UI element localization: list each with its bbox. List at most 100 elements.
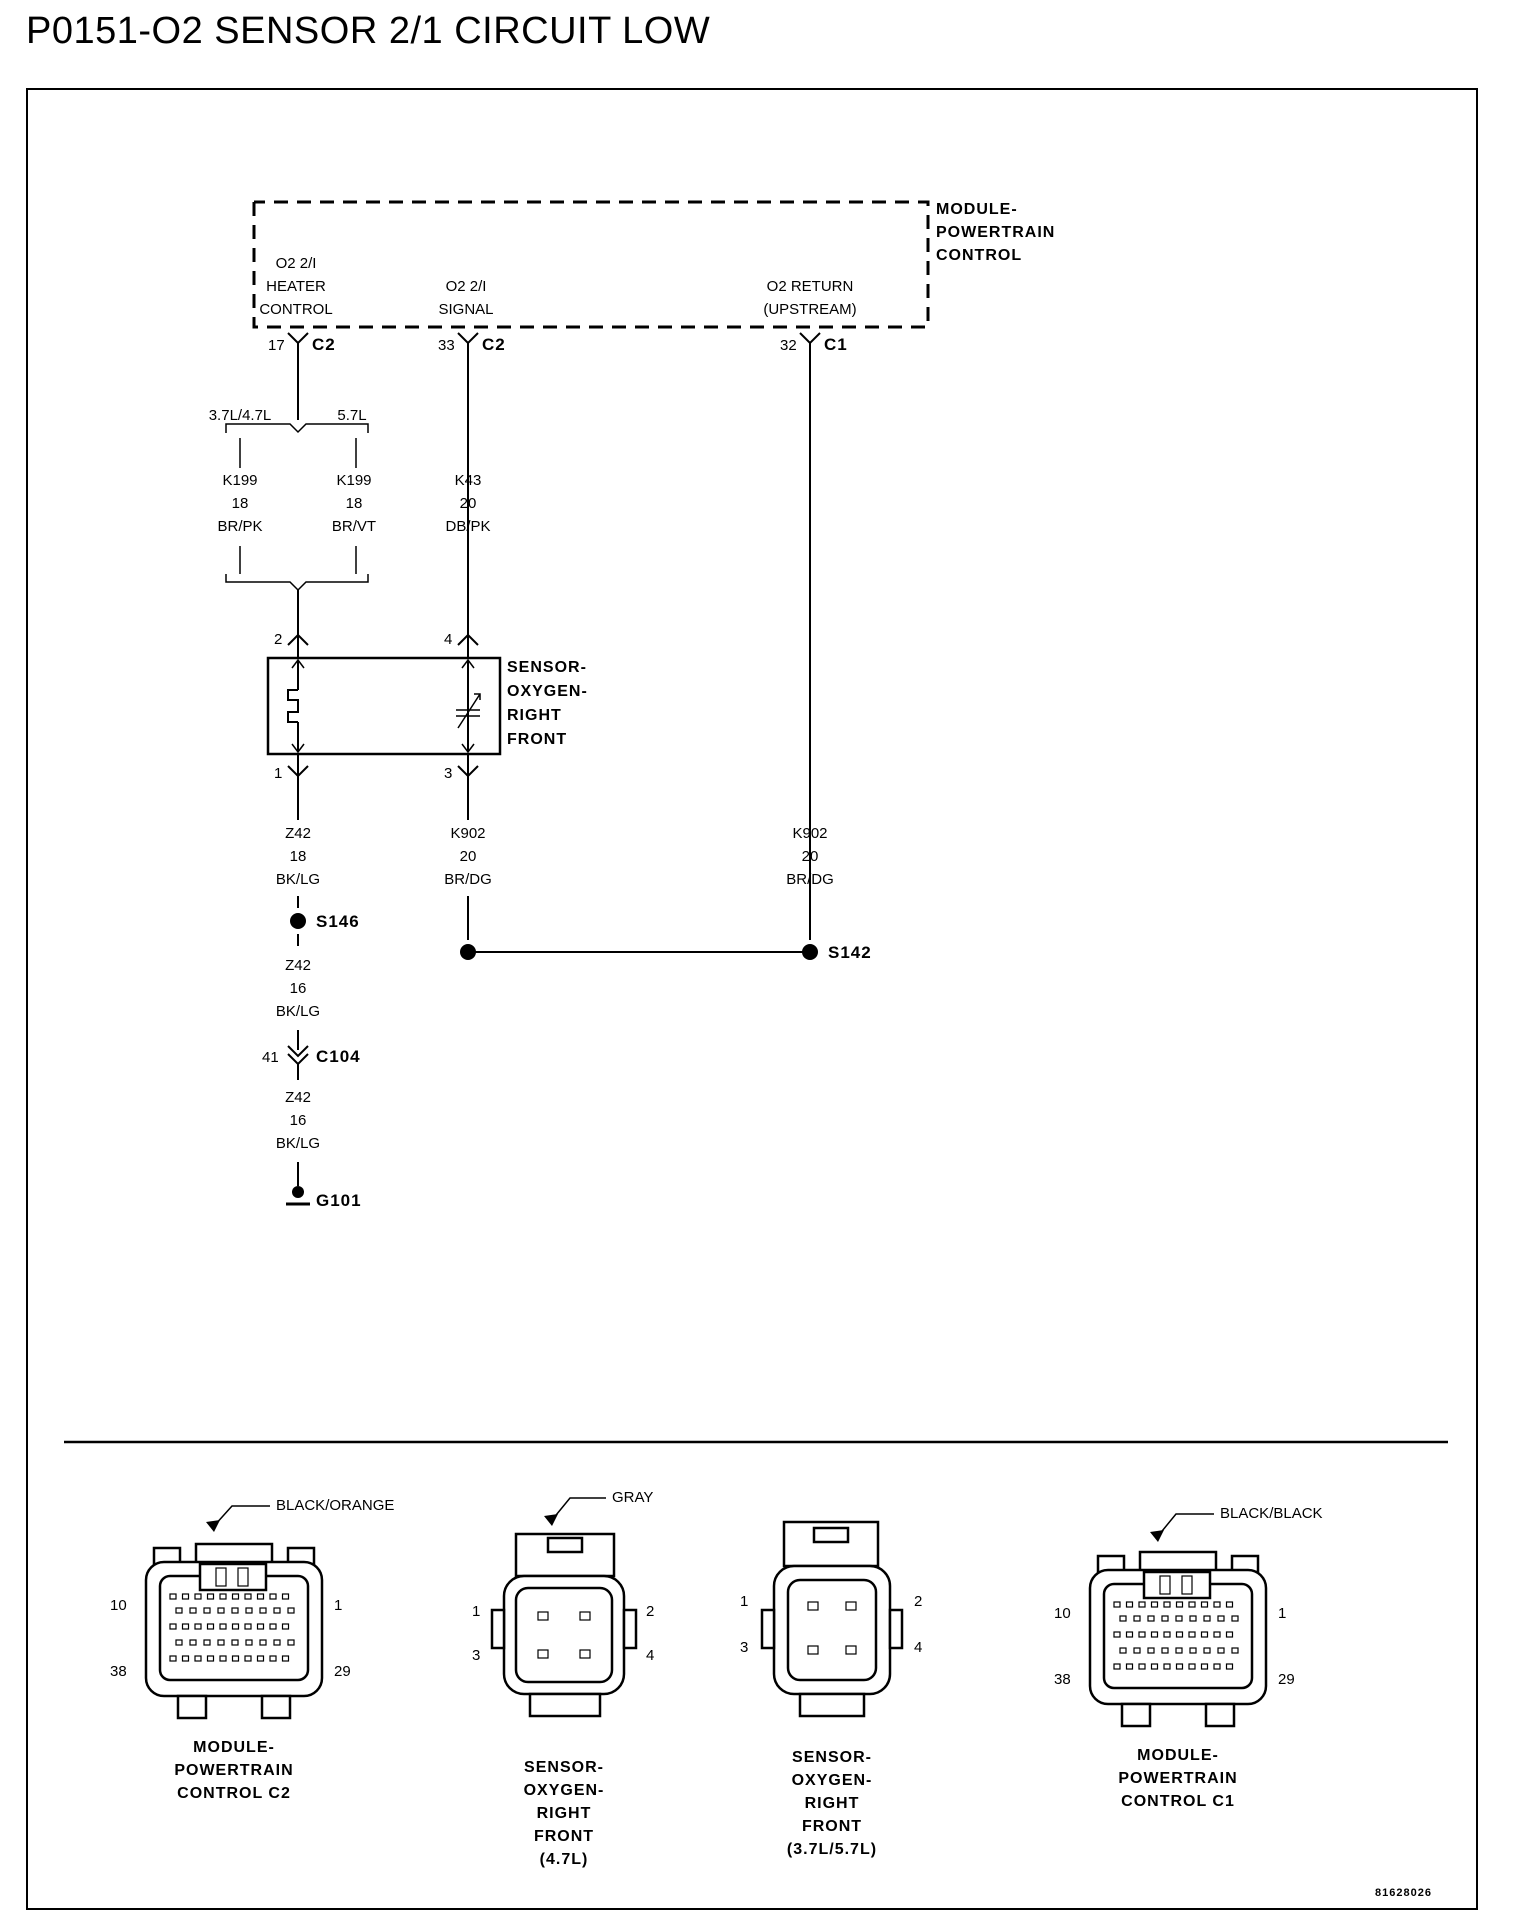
connector-pin <box>1188 1631 1196 1638</box>
svg-text:33: 33 <box>438 337 455 354</box>
svg-text:2: 2 <box>914 1593 922 1610</box>
connector-pin <box>1203 1615 1211 1622</box>
connector-pin <box>256 1593 265 1600</box>
connector-pin <box>1163 1631 1171 1638</box>
sensor-label-3: RIGHT <box>507 707 562 724</box>
connector-pin <box>245 1639 253 1646</box>
svg-text:BK/LG: BK/LG <box>276 871 320 888</box>
sensor-pin-3: 3 <box>444 754 479 820</box>
connector-pin <box>1175 1663 1184 1670</box>
svg-text:FRONT: FRONT <box>802 1818 862 1835</box>
svg-text:RIGHT: RIGHT <box>537 1805 592 1822</box>
connector-pin <box>287 1639 295 1646</box>
svg-text:29: 29 <box>334 1663 351 1680</box>
engine-option-bracket-top: 3.7L/4.7L 5.7L <box>209 407 369 468</box>
svg-text:BR/DG: BR/DG <box>444 871 492 888</box>
figure-id: 81628026 <box>1375 1887 1432 1899</box>
connector-pin <box>1217 1647 1225 1654</box>
connector-pin <box>181 1623 190 1630</box>
svg-text:3: 3 <box>444 765 452 782</box>
sensor-label-2: OXYGEN- <box>507 683 588 700</box>
connector-color-label: BLACK/ORANGE <box>276 1497 394 1514</box>
pcm-terminal-heater-line1: O2 2/I <box>276 255 317 272</box>
connector-pin <box>189 1607 197 1614</box>
svg-text:20: 20 <box>460 848 477 865</box>
connector-pin <box>169 1593 177 1600</box>
connector-pin <box>287 1607 295 1614</box>
svg-text:OXYGEN-: OXYGEN- <box>524 1782 605 1799</box>
svg-text:C104: C104 <box>316 1047 361 1066</box>
connector-pin <box>169 1623 177 1630</box>
svg-text:OXYGEN-: OXYGEN- <box>792 1772 873 1789</box>
svg-text:1: 1 <box>334 1597 342 1614</box>
connector-view-pcm-c2: BLACK/ORANGE 10 1 38 29 MODULE- POWERTRA… <box>110 1497 394 1802</box>
connector-pin <box>1113 1601 1121 1608</box>
svg-text:29: 29 <box>1278 1671 1295 1688</box>
connector-pin <box>1150 1663 1159 1670</box>
connector-pin <box>1231 1615 1239 1622</box>
svg-text:C2: C2 <box>312 335 336 354</box>
wire-k43: K43 20 DB/PK <box>445 472 490 535</box>
pcm-label-2: POWERTRAIN <box>936 224 1055 241</box>
connector-pin <box>1203 1647 1211 1654</box>
svg-text:Z42: Z42 <box>285 825 311 842</box>
connector-pin <box>1189 1615 1197 1622</box>
connector-pin <box>175 1607 183 1614</box>
svg-text:38: 38 <box>110 1663 127 1680</box>
connector-pin <box>231 1623 240 1630</box>
svg-text:20: 20 <box>460 495 477 512</box>
wire-z42-b: Z42 16 BK/LG <box>276 957 320 1020</box>
svg-text:(3.7L/5.7L): (3.7L/5.7L) <box>787 1841 877 1858</box>
connector-view-pcm-c1: BLACK/BLACK 10 1 38 29 MODULE- POWERTRAI… <box>1054 1505 1323 1810</box>
svg-text:FRONT: FRONT <box>534 1828 594 1845</box>
svg-text:10: 10 <box>110 1597 127 1614</box>
connector-pin <box>231 1655 240 1662</box>
sensor-label-4: FRONT <box>507 731 567 748</box>
svg-text:4: 4 <box>914 1639 922 1656</box>
engine-option-a: 3.7L/4.7L <box>209 407 272 424</box>
svg-text:1: 1 <box>472 1603 480 1620</box>
connector-pin <box>1150 1601 1159 1608</box>
pcm-pin-17: 17 C2 <box>268 332 336 420</box>
connector-pin <box>1188 1663 1196 1670</box>
oxygen-sensor: SENSOR- OXYGEN- RIGHT FRONT <box>266 656 588 756</box>
svg-text:3: 3 <box>740 1639 748 1656</box>
connector-pin <box>1163 1601 1171 1608</box>
sensor-label-1: SENSOR- <box>507 659 587 676</box>
svg-text:C2: C2 <box>482 335 506 354</box>
svg-text:K199: K199 <box>222 472 257 489</box>
connector-pin <box>219 1655 227 1662</box>
engine-option-bracket-bottom <box>225 546 369 635</box>
connector-pin <box>1161 1647 1169 1654</box>
svg-text:2: 2 <box>274 631 282 648</box>
svg-text:BK/LG: BK/LG <box>276 1003 320 1020</box>
connector-pin <box>181 1593 190 1600</box>
connector-pin <box>256 1623 265 1630</box>
pcm-module: MODULE- POWERTRAIN CONTROL O2 2/I HEATER… <box>252 200 1055 329</box>
connector-pin <box>273 1639 281 1646</box>
svg-text:18: 18 <box>290 848 307 865</box>
connector-pin <box>1189 1647 1197 1654</box>
connector-pin <box>1163 1663 1171 1670</box>
connector-pin <box>1175 1615 1183 1622</box>
wire-k902-b: K902 20 BR/DG <box>786 825 834 888</box>
connector-pin <box>269 1593 277 1600</box>
svg-text:BK/LG: BK/LG <box>276 1135 320 1152</box>
svg-text:41: 41 <box>262 1049 279 1066</box>
svg-text:CONTROL C1: CONTROL C1 <box>1121 1793 1235 1810</box>
connector-pin <box>1175 1601 1184 1608</box>
wire-z42-c: Z42 16 BK/LG <box>276 1089 320 1152</box>
connector-pin <box>194 1623 202 1630</box>
sensor-pin-1: 1 <box>274 754 309 820</box>
connector-pin <box>206 1623 215 1630</box>
connector-pin <box>189 1639 197 1646</box>
connector-pin <box>217 1607 225 1614</box>
wire-k902-a: K902 20 BR/DG <box>444 825 492 888</box>
svg-text:18: 18 <box>232 495 249 512</box>
connector-pin <box>1200 1663 1209 1670</box>
svg-text:32: 32 <box>780 337 797 354</box>
connector-pin <box>269 1623 277 1630</box>
connector-pin <box>1138 1601 1146 1608</box>
svg-text:4: 4 <box>444 631 452 648</box>
